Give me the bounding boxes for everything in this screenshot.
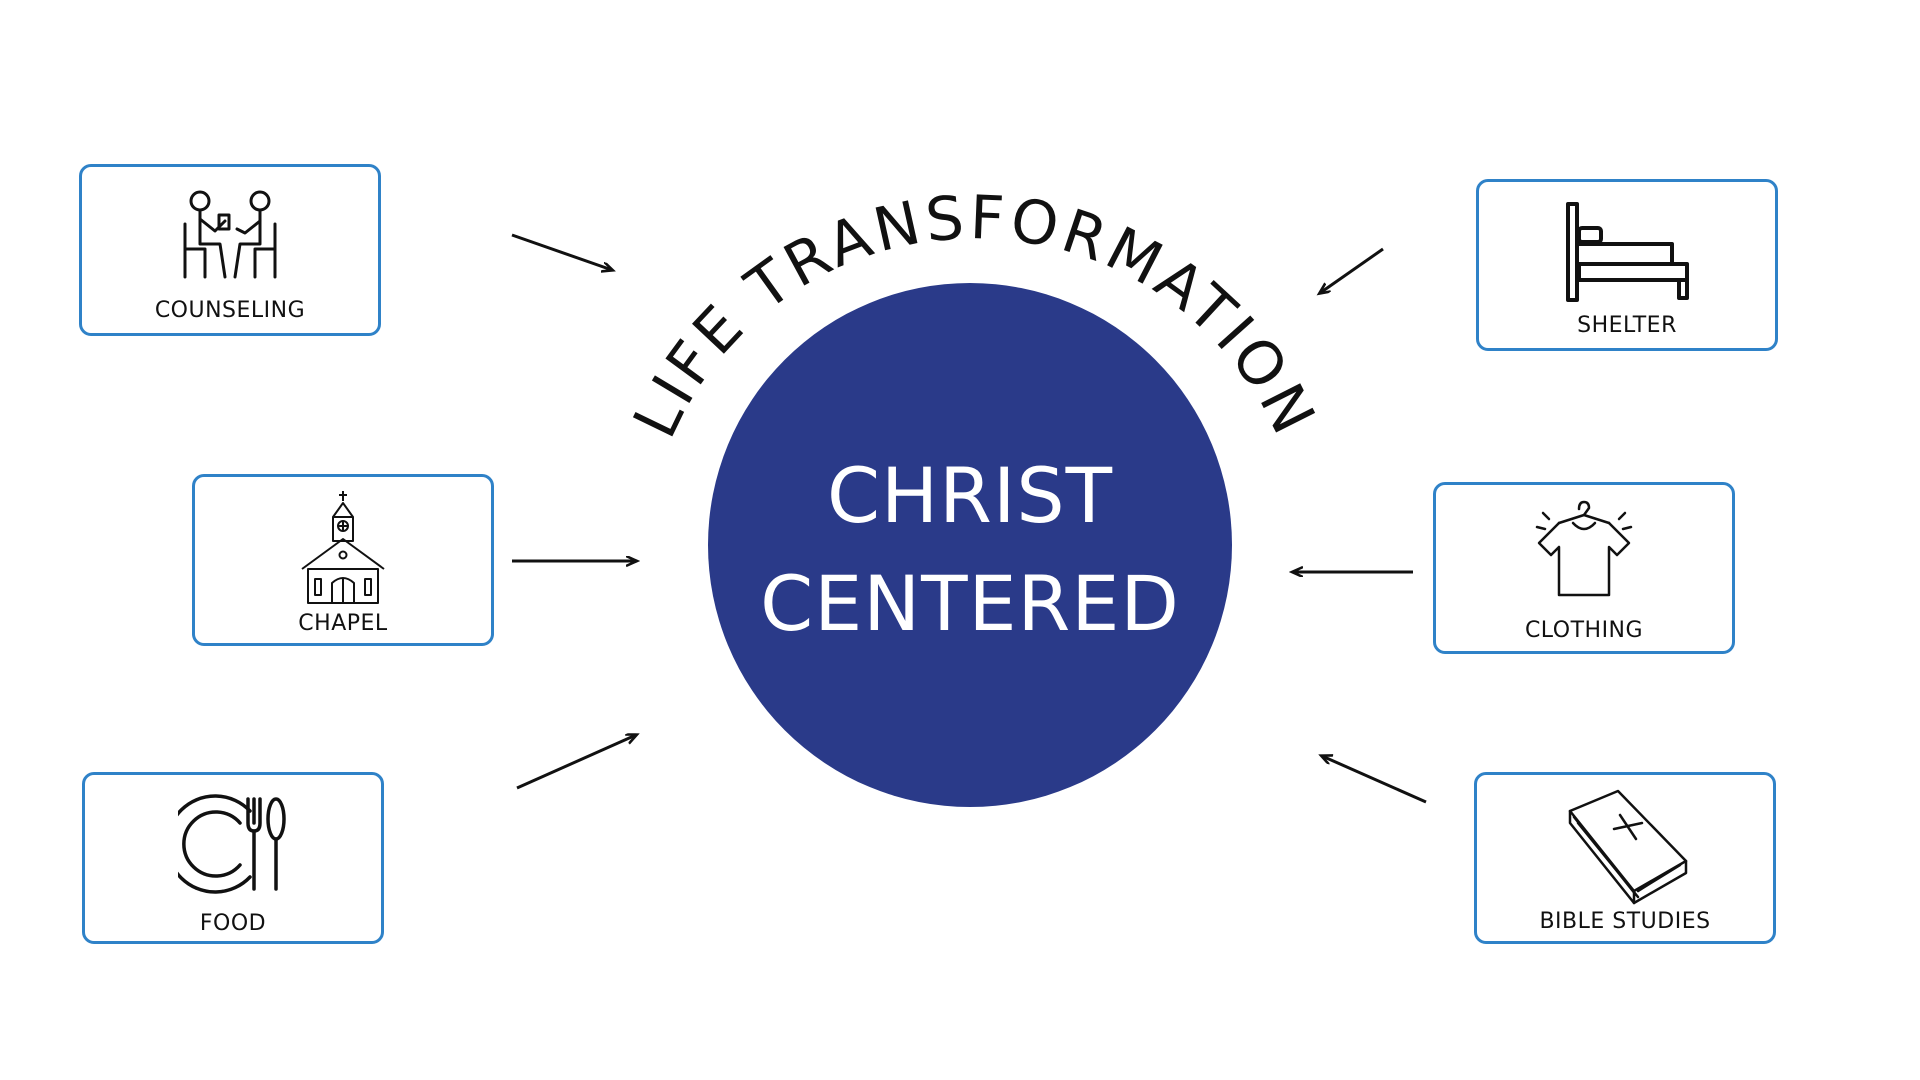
box-bible-studies: BIBLE STUDIES bbox=[1474, 772, 1776, 944]
bed-icon bbox=[1562, 200, 1692, 308]
box-food: FOOD bbox=[82, 772, 384, 944]
center-line-1: CHRIST bbox=[826, 451, 1114, 540]
center-line-2: CENTERED bbox=[760, 559, 1180, 648]
bible-studies-label: BIBLE STUDIES bbox=[1539, 909, 1711, 934]
clothing-label: CLOTHING bbox=[1524, 618, 1644, 643]
center-circle: CHRIST CENTERED bbox=[708, 283, 1232, 807]
chapel-label: CHAPEL bbox=[298, 611, 388, 636]
plate-fork-spoon-icon bbox=[165, 789, 288, 903]
arrow-bible-studies bbox=[1322, 756, 1427, 804]
box-counseling: COUNSELING bbox=[79, 164, 381, 336]
arrow-shelter bbox=[1320, 247, 1384, 293]
box-clothing: CLOTHING bbox=[1433, 482, 1735, 654]
arrow-counseling bbox=[511, 233, 612, 270]
arrow-food bbox=[516, 735, 636, 790]
church-icon bbox=[298, 489, 388, 609]
box-chapel: CHAPEL bbox=[192, 474, 494, 646]
counseling-label: COUNSELING bbox=[154, 298, 306, 323]
food-label: FOOD bbox=[199, 911, 267, 936]
shirt-hanger-icon bbox=[1529, 499, 1639, 613]
shelter-label: SHELTER bbox=[1577, 313, 1677, 338]
bible-book-icon bbox=[1562, 787, 1688, 909]
box-shelter: SHELTER bbox=[1476, 179, 1778, 351]
counseling-people-icon bbox=[175, 189, 285, 293]
